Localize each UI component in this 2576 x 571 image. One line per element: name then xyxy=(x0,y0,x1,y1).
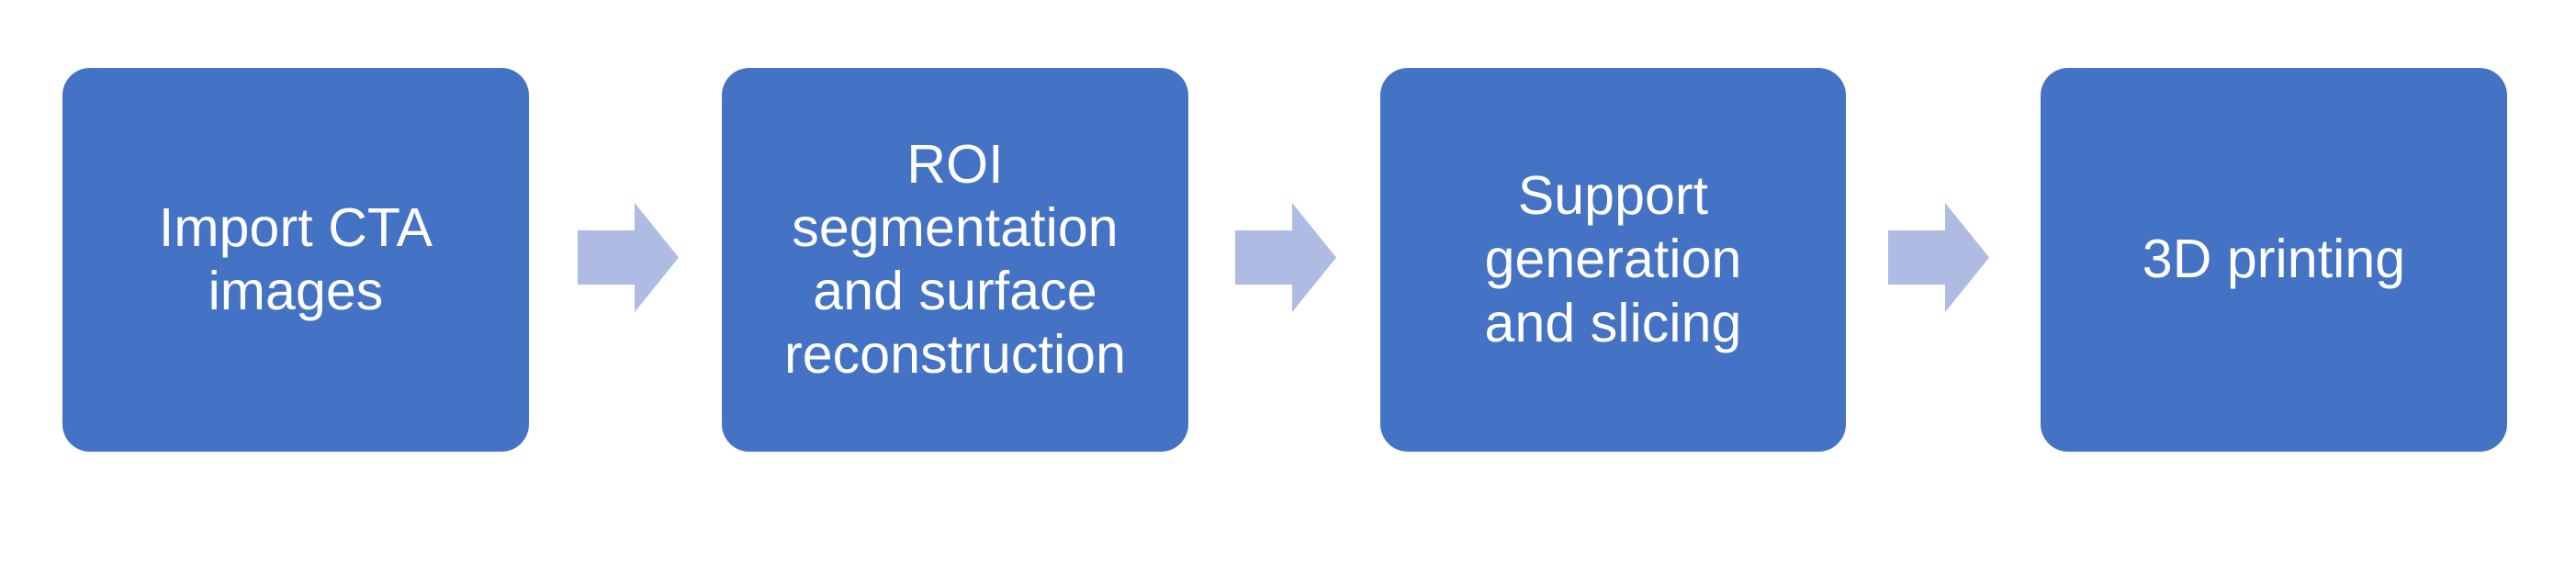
process-node-support-generation-and-slicing[interactable]: Support generation and slicing xyxy=(1380,68,1846,452)
process-node-import-cta-images[interactable]: Import CTA images xyxy=(62,68,529,452)
right-arrow-icon xyxy=(578,203,679,312)
process-node-label: ROI segmentation and surface reconstruct… xyxy=(784,133,1126,386)
process-node-label: 3D printing xyxy=(2142,229,2406,290)
process-node-label: Import CTA images xyxy=(158,196,433,321)
process-node-label: Support generation and slicing xyxy=(1484,165,1742,353)
process-node-roi-segmentation-and-surface-reconstruction[interactable]: ROI segmentation and surface reconstruct… xyxy=(722,68,1188,452)
right-arrow-icon xyxy=(1235,203,1336,312)
right-arrow-icon xyxy=(1888,203,1989,312)
process-node-3d-printing[interactable]: 3D printing xyxy=(2041,68,2507,452)
